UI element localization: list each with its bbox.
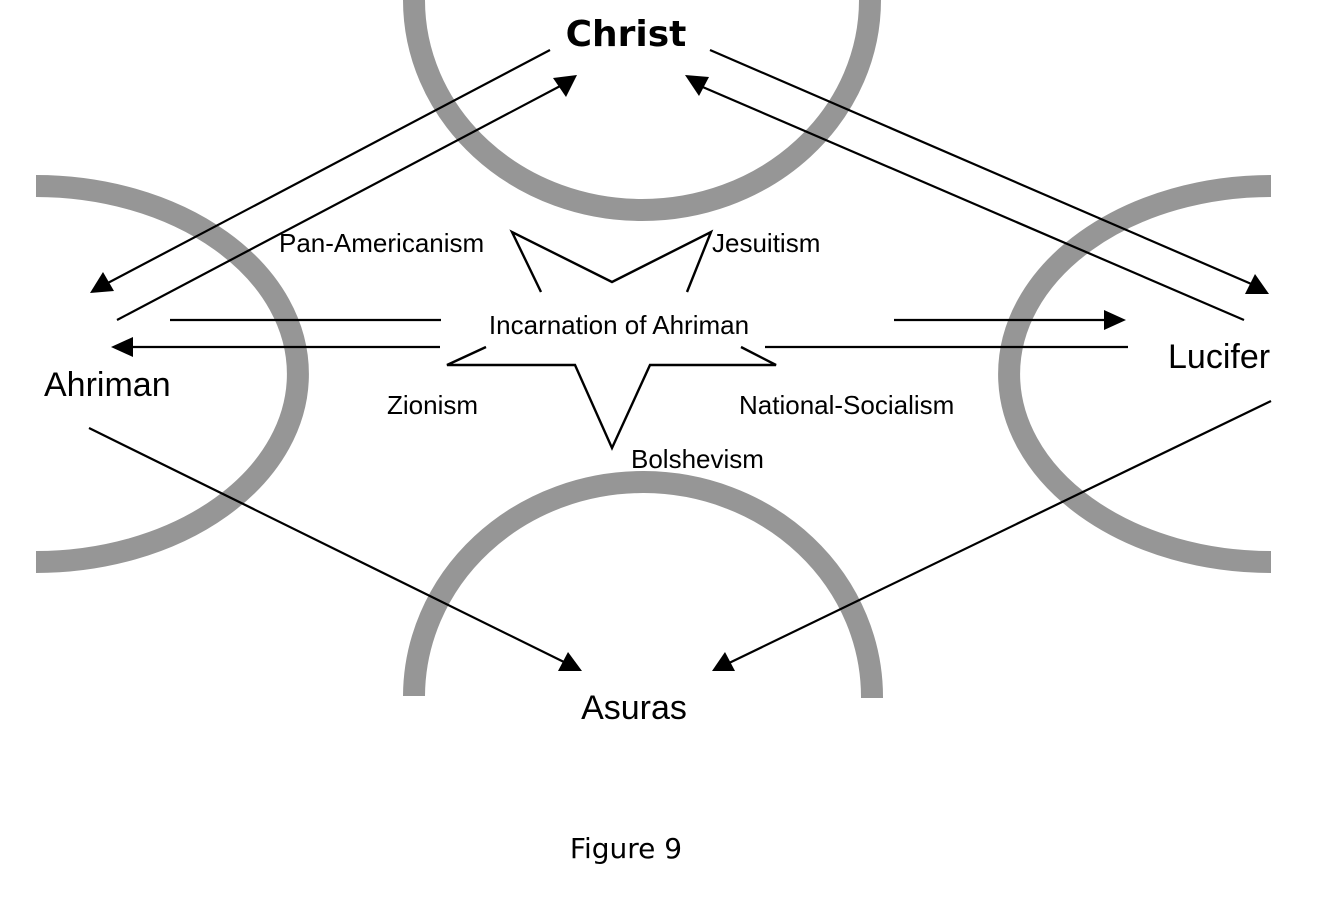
arrowhead-christ-left (553, 75, 577, 97)
edge-lucifer-to-asuras (726, 400, 1272, 665)
star-label-bolshevism: Bolshevism (631, 444, 764, 474)
node-label-ahriman: Ahriman (44, 366, 171, 404)
star-label-zionism: Zionism (387, 390, 478, 420)
arrowhead-asuras-left (558, 652, 582, 671)
node-label-asuras: Asuras (581, 689, 687, 727)
lucifer-arc (998, 175, 1272, 573)
node-label-lucifer: Lucifer (1168, 338, 1270, 376)
edge-ahriman-to-asuras (88, 427, 569, 665)
edge-christ-to-lucifer (709, 48, 1257, 288)
center-title: Incarnation of Ahriman (489, 310, 749, 340)
arrowhead-christ-right (685, 75, 709, 96)
node-label-christ: Christ (566, 14, 687, 55)
arrowhead-ahriman (90, 272, 114, 293)
christ-arc (403, 0, 881, 221)
arrowhead-lucifer (1245, 274, 1269, 294)
ahriman-arc (35, 175, 309, 573)
star-label-jesuitism: Jesuitism (712, 228, 820, 258)
star-label-national-socialism: National-Socialism (739, 390, 954, 420)
edge-christ-to-ahriman (103, 49, 551, 286)
edge-lucifer-to-christ (697, 83, 1245, 322)
star-label-pan-americanism: Pan-Americanism (279, 228, 484, 258)
arrowhead-ahriman-horizontal (111, 337, 133, 357)
star-shape-lower (446, 345, 777, 451)
arrowhead-lucifer-horizontal (1104, 310, 1126, 330)
arrowhead-asuras-right (712, 652, 735, 671)
edge-ahriman-to-christ (116, 83, 565, 321)
asuras-arc (403, 471, 884, 699)
figure-caption: Figure 9 (570, 832, 682, 865)
star-shape (509, 229, 714, 293)
